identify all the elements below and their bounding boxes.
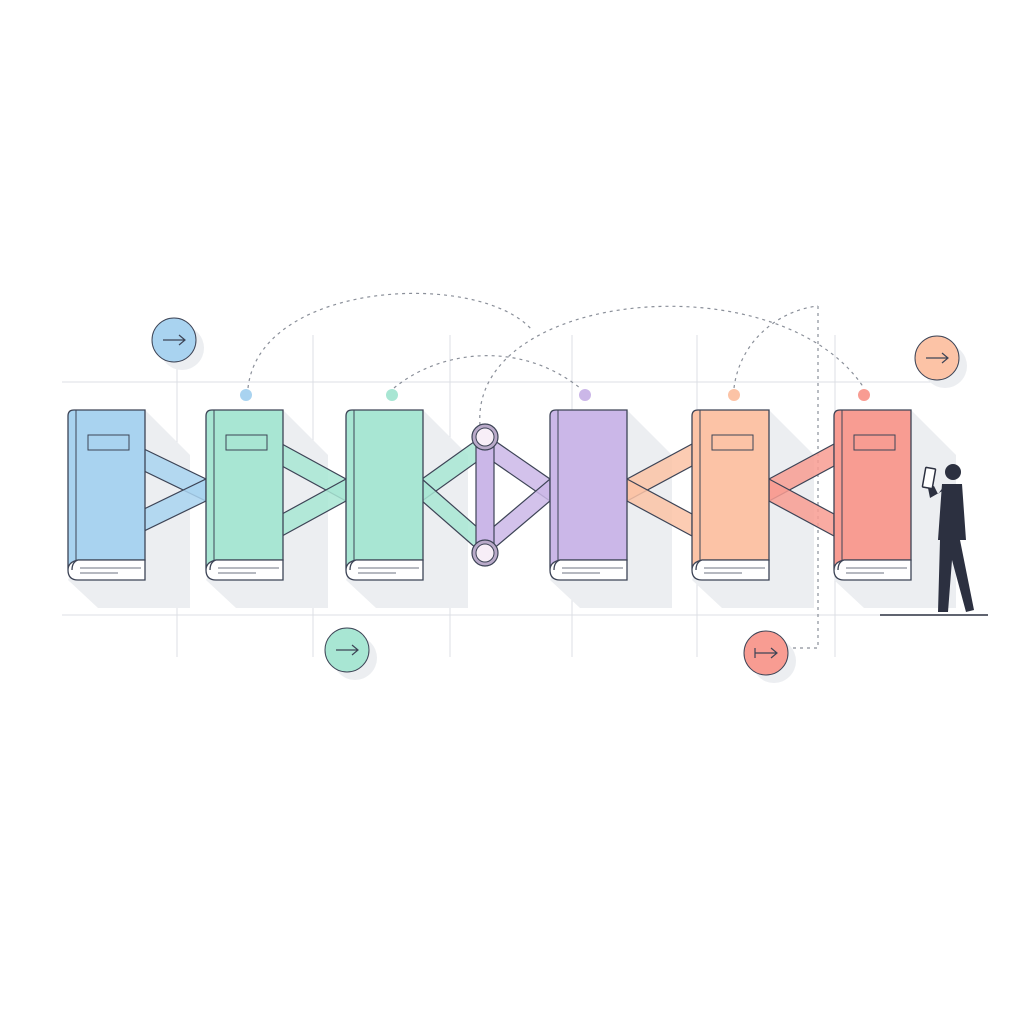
- person-head: [945, 464, 961, 480]
- book-label-box: [87, 434, 130, 451]
- dashed-arc: [733, 305, 819, 389]
- book-cover: [67, 409, 146, 571]
- dashed-arc: [790, 306, 819, 649]
- book-pages: [345, 559, 424, 581]
- book-cover: [833, 409, 912, 571]
- book-pages: [205, 559, 284, 581]
- link-joint-hole: [475, 543, 495, 563]
- dashed-arc: [479, 305, 865, 426]
- book-cover: [691, 409, 770, 571]
- person-body: [938, 484, 974, 612]
- connection-dots: [240, 389, 870, 401]
- book-pages: [549, 559, 628, 581]
- arrow-right-icon: [336, 644, 359, 656]
- books: [67, 409, 912, 581]
- book-label-box: [225, 434, 268, 451]
- link-joint-hole: [475, 427, 495, 447]
- book-label-box: [853, 434, 896, 451]
- book-label-box: [711, 434, 754, 451]
- book-cover: [205, 409, 284, 571]
- dashed-arc: [247, 292, 533, 389]
- book-pages: [691, 559, 770, 581]
- book-pages: [67, 559, 146, 581]
- arrow-right-icon: [926, 352, 949, 364]
- link-bar: [475, 436, 495, 554]
- arrow-right-to-bar-icon: [754, 647, 778, 659]
- book-pages: [833, 559, 912, 581]
- book-cover: [345, 409, 424, 571]
- tablet: [921, 466, 937, 490]
- connection-dot: [728, 389, 740, 401]
- connection-dot: [240, 389, 252, 401]
- connector-bands: [143, 432, 835, 558]
- book-cover: [549, 409, 628, 571]
- dashed-arc: [393, 355, 581, 389]
- connection-dot: [858, 389, 870, 401]
- dashed-connection-arcs: [247, 292, 865, 649]
- connection-dot: [386, 389, 398, 401]
- arrow-right-icon: [163, 334, 186, 346]
- purple-link-joint: [471, 423, 499, 567]
- person-holding-tablet-icon: [880, 464, 988, 616]
- arrow-badges: [151, 317, 967, 683]
- connection-dot: [579, 389, 591, 401]
